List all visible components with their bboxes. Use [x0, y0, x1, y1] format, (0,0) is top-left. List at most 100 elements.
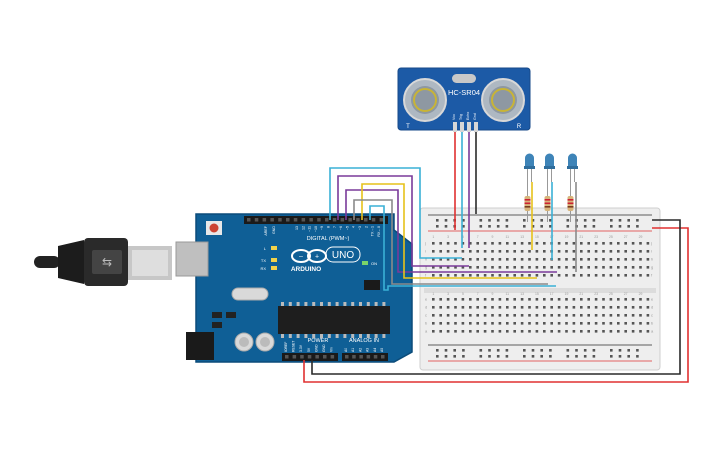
breadboard-hole[interactable]	[432, 298, 435, 301]
breadboard-hole[interactable]	[446, 314, 450, 317]
breadboard-hole[interactable]	[535, 250, 539, 253]
breadboard-hole[interactable]	[609, 322, 613, 325]
breadboard-hole[interactable]	[609, 330, 613, 333]
breadboard-hole[interactable]	[572, 322, 576, 325]
breadboard-hole[interactable]	[469, 266, 472, 269]
breadboard-hole[interactable]	[617, 314, 620, 317]
breadboard-hole[interactable]	[446, 274, 450, 277]
breadboard-hole[interactable]	[432, 274, 435, 277]
breadboard-hole[interactable]	[572, 250, 576, 253]
breadboard-hole[interactable]	[565, 242, 568, 245]
breadboard-hole[interactable]	[587, 322, 590, 325]
breadboard-hole[interactable]	[639, 266, 642, 269]
breadboard-hole[interactable]	[469, 242, 472, 245]
breadboard-hole[interactable]	[483, 250, 487, 253]
breadboard-hole[interactable]	[483, 306, 487, 309]
breadboard-hole[interactable]	[617, 266, 620, 269]
header-pin[interactable]	[359, 355, 363, 359]
breadboard-hole[interactable]	[454, 274, 457, 277]
breadboard-hole[interactable]	[439, 274, 442, 277]
breadboard-hole[interactable]	[528, 242, 531, 245]
breadboard-hole[interactable]	[520, 330, 524, 333]
breadboard-hole[interactable]	[580, 250, 583, 253]
breadboard-hole[interactable]	[461, 258, 465, 261]
breadboard-hole[interactable]	[439, 298, 442, 301]
header-pin[interactable]	[247, 218, 251, 222]
breadboard-hole[interactable]	[432, 250, 435, 253]
breadboard-hole[interactable]	[587, 266, 590, 269]
breadboard-hole[interactable]	[513, 242, 516, 245]
breadboard-hole[interactable]	[535, 322, 539, 325]
wire-gnd[interactable]	[311, 219, 681, 375]
wire-gray-led[interactable]	[353, 199, 548, 285]
breadboard-hole[interactable]	[513, 314, 516, 317]
digital-header[interactable]	[244, 216, 388, 224]
breadboard-hole[interactable]	[594, 258, 598, 261]
breadboard-hole[interactable]	[646, 266, 650, 269]
breadboard-hole[interactable]	[454, 330, 457, 333]
breadboard-hole[interactable]	[587, 250, 590, 253]
breadboard-hole[interactable]	[550, 266, 553, 269]
breadboard-hole[interactable]	[498, 322, 502, 325]
wire-yellow-led[interactable]	[361, 183, 537, 279]
breadboard-hole[interactable]	[550, 314, 553, 317]
breadboard-hole[interactable]	[624, 314, 627, 317]
breadboard-hole[interactable]	[535, 274, 539, 277]
breadboard-hole[interactable]	[476, 266, 479, 269]
breadboard-hole[interactable]	[461, 274, 465, 277]
breadboard-hole[interactable]	[639, 314, 642, 317]
breadboard-hole[interactable]	[543, 274, 546, 277]
breadboard-hole[interactable]	[483, 274, 487, 277]
breadboard-hole[interactable]	[491, 258, 494, 261]
breadboard-hole[interactable]	[580, 322, 583, 325]
breadboard-hole[interactable]	[535, 258, 539, 261]
breadboard-hole[interactable]	[646, 314, 650, 317]
breadboard-hole[interactable]	[528, 266, 531, 269]
breadboard-hole[interactable]	[594, 314, 598, 317]
breadboard-hole[interactable]	[491, 314, 494, 317]
breadboard-hole[interactable]	[543, 330, 546, 333]
breadboard-hole[interactable]	[483, 314, 487, 317]
breadboard-hole[interactable]	[476, 250, 479, 253]
breadboard-hole[interactable]	[513, 298, 516, 301]
breadboard-hole[interactable]	[639, 250, 642, 253]
breadboard-hole[interactable]	[476, 306, 479, 309]
breadboard-hole[interactable]	[432, 258, 435, 261]
header-pin[interactable]	[292, 355, 297, 359]
breadboard-hole[interactable]	[432, 242, 435, 245]
resistor[interactable]	[567, 196, 574, 222]
breadboard-hole[interactable]	[513, 274, 516, 277]
breadboard-hole[interactable]	[513, 306, 516, 309]
breadboard-hole[interactable]	[520, 250, 524, 253]
breadboard-hole[interactable]	[631, 274, 635, 277]
breadboard-hole[interactable]	[565, 306, 568, 309]
breadboard-hole[interactable]	[572, 242, 576, 245]
breadboard-hole[interactable]	[454, 314, 457, 317]
breadboard-hole[interactable]	[528, 274, 531, 277]
breadboard-hole[interactable]	[557, 258, 561, 261]
breadboard-hole[interactable]	[631, 314, 635, 317]
breadboard-hole[interactable]	[565, 250, 568, 253]
breadboard-hole[interactable]	[506, 306, 509, 309]
breadboard-hole[interactable]	[506, 258, 509, 261]
breadboard-hole[interactable]	[594, 274, 598, 277]
breadboard-hole[interactable]	[528, 306, 531, 309]
sensor-pin[interactable]	[467, 122, 471, 132]
breadboard-hole[interactable]	[476, 322, 479, 325]
breadboard-hole[interactable]	[446, 242, 450, 245]
breadboard-hole[interactable]	[498, 242, 502, 245]
breadboard-hole[interactable]	[631, 306, 635, 309]
breadboard-hole[interactable]	[543, 250, 546, 253]
breadboard-hole[interactable]	[461, 242, 465, 245]
breadboard-hole[interactable]	[476, 330, 479, 333]
breadboard-hole[interactable]	[609, 250, 613, 253]
breadboard-hole[interactable]	[572, 266, 576, 269]
breadboard-hole[interactable]	[454, 322, 457, 325]
breadboard-hole[interactable]	[557, 298, 561, 301]
breadboard-hole[interactable]	[498, 274, 502, 277]
header-pin[interactable]	[345, 355, 349, 359]
breadboard-hole[interactable]	[580, 242, 583, 245]
breadboard-hole[interactable]	[513, 258, 516, 261]
breadboard-hole[interactable]	[617, 306, 620, 309]
breadboard-hole[interactable]	[432, 314, 435, 317]
